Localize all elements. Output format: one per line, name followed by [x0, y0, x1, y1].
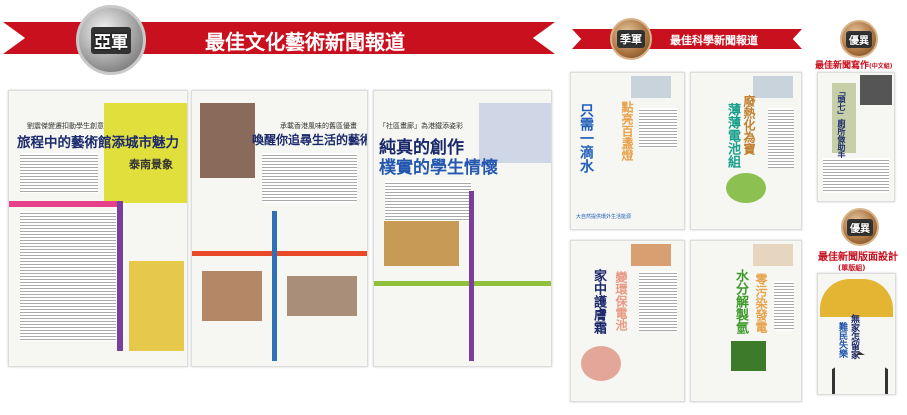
headline-2: 樸實的學生情懷	[379, 158, 498, 178]
merit-design-title: 最佳新聞版面設計	[818, 252, 898, 263]
headline: 「頭七」廁所做助手	[837, 87, 846, 159]
writing-page: 「頭七」廁所做助手	[817, 72, 895, 202]
science-page-4: 水分解製氫 零污染發電	[690, 240, 802, 402]
science-page-3: 家中護膚霜 變環保電池	[570, 240, 685, 402]
science-page-2: 薄薄電池組 廢熱化為寶	[690, 72, 802, 230]
bronze-medal: 季軍	[610, 18, 652, 60]
culture-page-1: 劉震傑變遷扣動學生創意 旅程中的藝術館添城市魅力 泰南景象	[8, 90, 188, 367]
merit-design-group: (單版組)	[838, 264, 866, 272]
headline: 水分解製氫	[733, 269, 748, 334]
design-page: 無家怎留家 難民失樂	[817, 273, 896, 395]
headline: 喚醒你追尋生活的藝術	[252, 133, 368, 147]
headline: 純真的創作	[379, 138, 464, 158]
merit-medal-design: 優異	[841, 208, 879, 246]
culture-page-3: 「社區畫廊」為港鐵添姿彩 純真的創作 樸實的學生情懷	[373, 90, 552, 367]
silver-award-title: 最佳文化藝術新聞報道	[205, 30, 405, 54]
bronze-award-title: 最佳科學新聞報道	[670, 34, 758, 47]
headline: 只需一滴水	[578, 103, 594, 173]
culture-page-2: 承載香港風味的舊區優畫 喚醒你追尋生活的藝術	[191, 90, 368, 367]
headline-2: 難民失樂	[837, 322, 847, 358]
headline: 家中護膚霜	[591, 269, 606, 334]
headline: 無家怎留家	[849, 314, 859, 359]
headline: 薄薄電池組	[725, 103, 740, 168]
merit-writing-title: 最佳新聞寫作(中文組)	[815, 61, 893, 71]
science-page-1: 只需一滴水 點亮百盞燈 大自然提供環外生活能源	[570, 72, 685, 230]
silver-medal: 亞軍	[76, 5, 146, 75]
merit-medal-writing: 優異	[840, 20, 878, 58]
headline: 旅程中的藝術館添城市魅力	[17, 135, 179, 151]
